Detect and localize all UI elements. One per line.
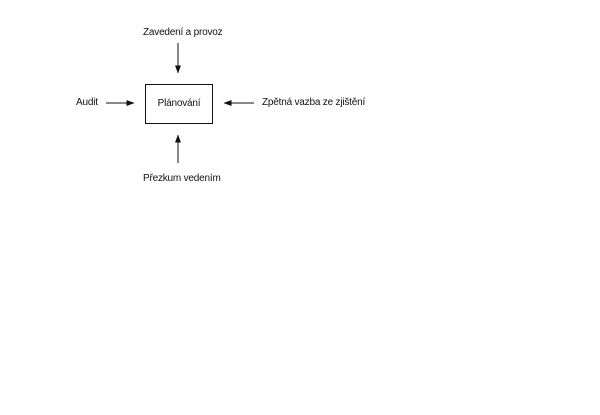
planning-box-label: Plánování (157, 98, 201, 109)
bottom-input-label: Přezkum vedením (143, 173, 221, 184)
left-input-label: Audit (76, 97, 98, 108)
planning-box: Plánování (145, 84, 213, 124)
right-input-label: Zpětná vazba ze zjištění (262, 97, 366, 108)
top-input-label: Zavedení a provoz (143, 27, 223, 38)
